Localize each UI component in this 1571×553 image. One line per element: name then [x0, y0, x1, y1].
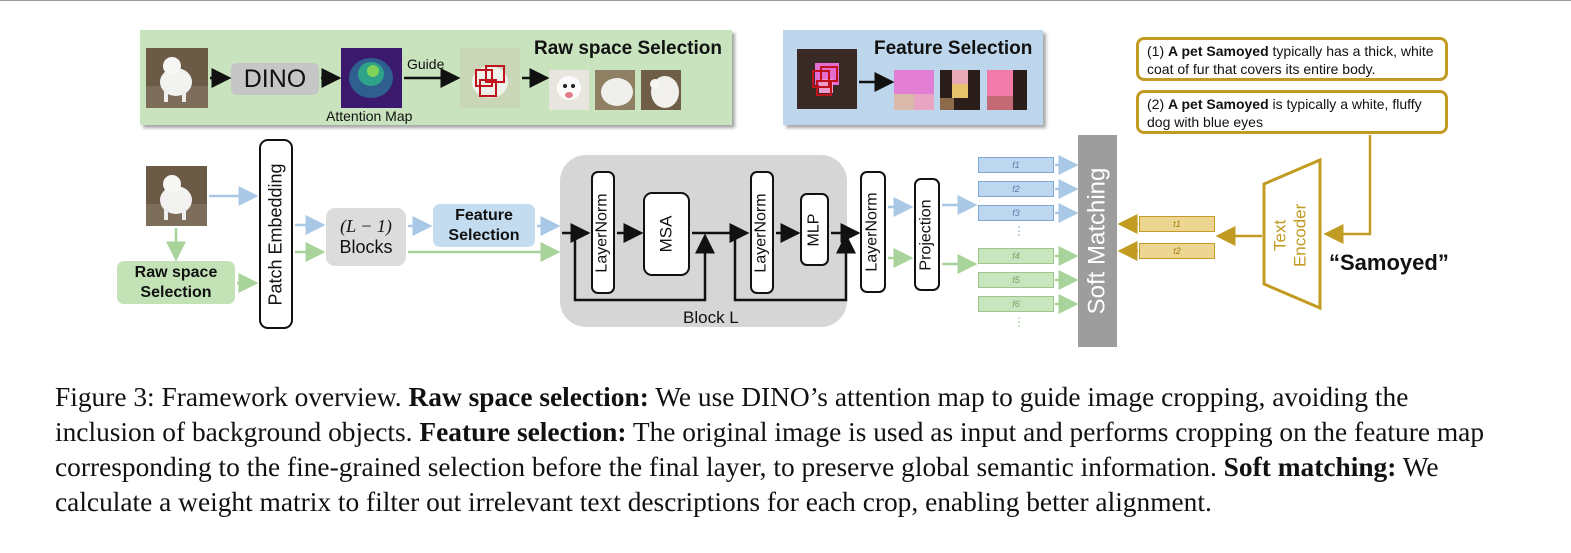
raw-space-selection-box: Raw space Selection — [117, 261, 235, 304]
caption-lead: Figure 3: Framework overview. — [55, 382, 409, 412]
feature-crop-1 — [894, 70, 934, 110]
feature-crop-3 — [987, 70, 1027, 110]
raw-space-panel-title: Raw space Selection — [534, 38, 722, 59]
description-1-text: typically has a thick, white coat of fur… — [1147, 43, 1434, 77]
description-box-1: (1) A pet Samoyed typically has a thick,… — [1136, 37, 1448, 81]
attention-map — [341, 48, 402, 108]
input-dog-photo — [146, 166, 207, 226]
feature-f5: f5 — [978, 272, 1054, 288]
soft-matching-box: Soft Matching — [1078, 135, 1117, 347]
blocks-label: Blocks — [339, 237, 393, 257]
text-encoder-shape — [1262, 158, 1322, 310]
description-1-bold: A pet Samoyed — [1168, 43, 1269, 59]
crop-boxes-image — [460, 48, 520, 108]
l-minus-1-blocks-box: (L − 1) Blocks — [326, 208, 406, 266]
description-2-text: is typically a white, fluffy dog with bl… — [1147, 96, 1422, 130]
crop-thumbnail-2 — [595, 70, 635, 110]
mlp-box: MLP — [800, 193, 829, 266]
feature-selection-box: Feature Selection — [433, 204, 535, 247]
layernorm-box-1: LayerNorm — [591, 171, 615, 294]
caption-text-feature: The original image is used as input and … — [55, 417, 1485, 482]
feature-f6: f6 — [978, 296, 1054, 312]
top-rule — [0, 0, 1571, 1]
feature-f1: f1 — [978, 157, 1054, 173]
msa-box: MSA — [643, 192, 690, 276]
blue-features-ellipsis: ⋮ — [1013, 224, 1025, 238]
feature-crop-2 — [940, 70, 980, 110]
caption-text-soft: We calculate a weight matrix to filter o… — [55, 452, 1439, 517]
description-2-bold: A pet Samoyed — [1168, 96, 1269, 112]
guide-label: Guide — [407, 56, 445, 72]
feature-f3: f3 — [978, 205, 1054, 221]
blocks-math-label: (L − 1) — [340, 216, 392, 236]
caption-bold-raw: Raw space selection: — [408, 382, 649, 412]
text-token-t2: t2 — [1139, 243, 1215, 259]
projection-box: Projection — [914, 178, 940, 291]
feature-f2: f2 — [978, 181, 1054, 197]
text-token-t1: t1 — [1139, 216, 1215, 232]
crop-thumbnail-3 — [641, 70, 681, 110]
patch-embedding-box: Patch Embedding — [259, 139, 293, 329]
dog-photo — [146, 48, 208, 108]
class-name-label: “Samoyed” — [1329, 250, 1449, 275]
caption-text-raw: We use DINO’s attention map to guide ima… — [55, 382, 1409, 447]
figure-caption: Figure 3: Framework overview. Raw space … — [55, 380, 1515, 520]
caption-bold-feature: Feature selection: — [419, 417, 627, 447]
block-l-label: Block L — [683, 308, 739, 327]
layernorm-box-3: LayerNorm — [860, 171, 886, 293]
green-features-ellipsis: ⋮ — [1013, 315, 1025, 329]
feature-f4: f4 — [978, 248, 1054, 264]
crop-thumbnail-1 — [549, 70, 589, 110]
description-2-prefix: (2) — [1147, 96, 1168, 112]
feature-map-image — [797, 49, 857, 109]
description-1-prefix: (1) — [1147, 43, 1168, 59]
layernorm-box-2: LayerNorm — [750, 171, 774, 294]
attention-map-label: Attention Map — [326, 108, 413, 124]
description-box-2: (2) A pet Samoyed is typically a white, … — [1136, 90, 1448, 134]
feature-selection-panel-title: Feature Selection — [874, 38, 1033, 59]
dino-model-box: DINO — [231, 63, 319, 95]
connector-arrows — [166, 68, 1372, 314]
caption-bold-soft: Soft matching: — [1223, 452, 1397, 482]
